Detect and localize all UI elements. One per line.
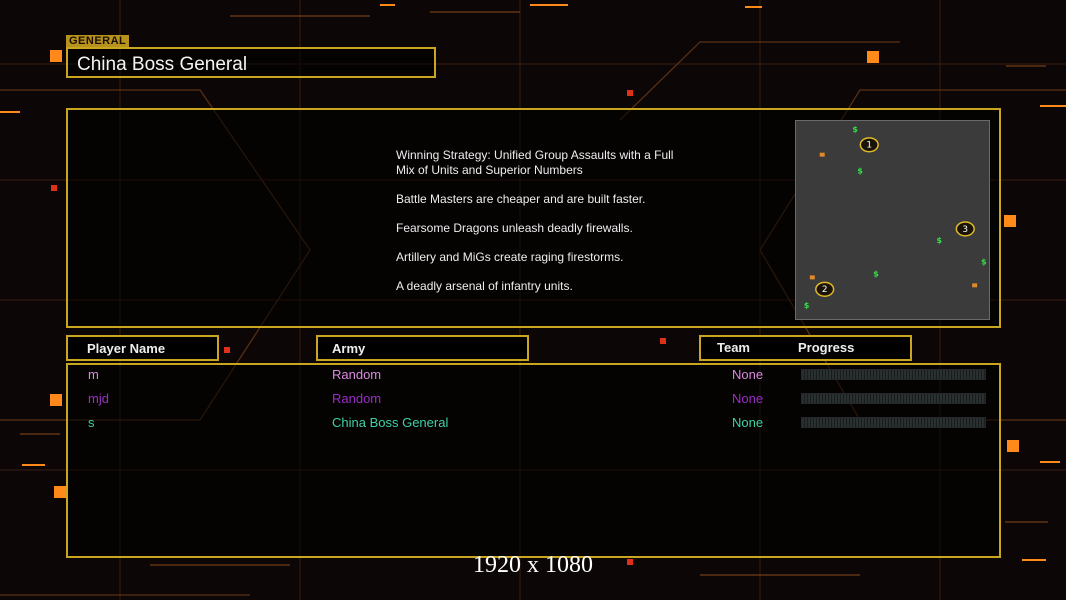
player-row[interactable]: mjd Random None (68, 389, 999, 409)
start-position-3 (955, 221, 975, 237)
player-progress-bar (801, 417, 986, 428)
player-team: None (732, 391, 764, 406)
oil-derrick-icon (809, 275, 815, 280)
trait-line: Battle Masters are cheaper and are built… (396, 191, 646, 206)
map-preview[interactable]: $ $ $ $ $ $ 1 2 3 (795, 120, 990, 320)
supply-dollar-icon: $ (852, 125, 858, 134)
player-name-header-label: Player Name (87, 341, 166, 356)
start-position-1 (859, 137, 879, 153)
general-description: Winning Strategy: Unified Group Assaults… (396, 148, 696, 308)
team-header-label: Team (717, 340, 750, 355)
supply-dollar-icon: $ (873, 269, 879, 278)
army-header: Army (316, 335, 529, 361)
player-name-header: Player Name (66, 335, 219, 361)
start-label: 1 (866, 141, 872, 151)
player-progress-bar (801, 369, 986, 380)
start-label: 2 (822, 285, 828, 295)
player-row[interactable]: m Random None (68, 365, 999, 385)
resolution-label: 1920 x 1080 (473, 552, 593, 578)
player-name: mjd (88, 391, 109, 406)
player-team: None (732, 367, 764, 382)
trait-line: Fearsome Dragons unleash deadly firewall… (396, 220, 633, 235)
trait-line: Artillery and MiGs create raging firesto… (396, 249, 624, 264)
general-info-panel: Winning Strategy: Unified Group Assaults… (66, 108, 1001, 328)
supply-dollar-icon: $ (857, 166, 863, 175)
player-progress-bar (801, 393, 986, 404)
general-title-box: China Boss General (66, 47, 436, 78)
supply-dollar-icon: $ (981, 258, 987, 267)
oil-derrick-icon (819, 152, 825, 157)
player-army: Random (332, 391, 382, 406)
player-row[interactable]: s China Boss General None (68, 413, 999, 433)
strategy-line: Winning Strategy: Unified Group Assaults… (396, 148, 674, 177)
general-tag: GENERAL (66, 35, 130, 48)
player-name: s (88, 415, 95, 430)
player-army: Random (332, 367, 382, 382)
oil-derrick-icon (972, 283, 978, 288)
start-label: 3 (962, 225, 968, 235)
team-progress-header: Team Progress (699, 335, 912, 361)
supply-dollar-icon: $ (804, 301, 810, 310)
army-header-label: Army (332, 341, 366, 356)
supply-dollar-icon: $ (937, 236, 943, 245)
start-position-2 (815, 281, 835, 297)
player-list: m Random None mjd Random None s China Bo… (66, 363, 1001, 558)
player-team: None (732, 415, 764, 430)
progress-header-label: Progress (798, 340, 855, 355)
general-title: China Boss General (77, 54, 248, 75)
player-army: China Boss General (332, 415, 449, 430)
trait-line: A deadly arsenal of infantry units. (396, 278, 573, 293)
player-name: m (88, 367, 99, 382)
